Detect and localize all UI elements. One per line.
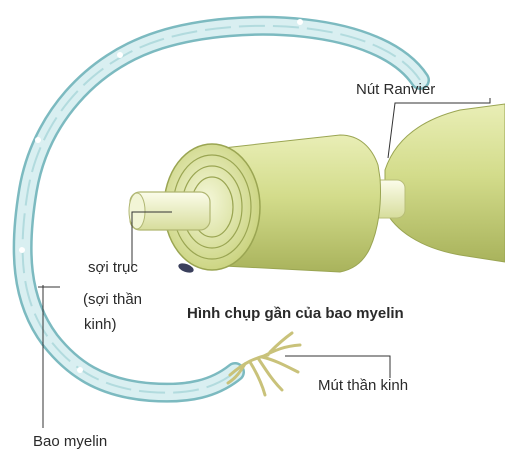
label-axon-line1: sợi trục bbox=[88, 258, 138, 277]
myelin-closeup bbox=[129, 104, 505, 274]
label-myelin-sheath: Bao myelin bbox=[33, 432, 107, 451]
label-axon-line2: (sợi thần bbox=[83, 290, 142, 309]
label-nerve-ending: Mút thần kinh bbox=[318, 376, 408, 395]
label-node-of-ranvier: Nút Ranvier bbox=[356, 80, 435, 99]
closeup-caption: Hình chụp gần của bao myelin bbox=[187, 305, 404, 322]
label-axon-line3: kinh) bbox=[84, 315, 117, 334]
